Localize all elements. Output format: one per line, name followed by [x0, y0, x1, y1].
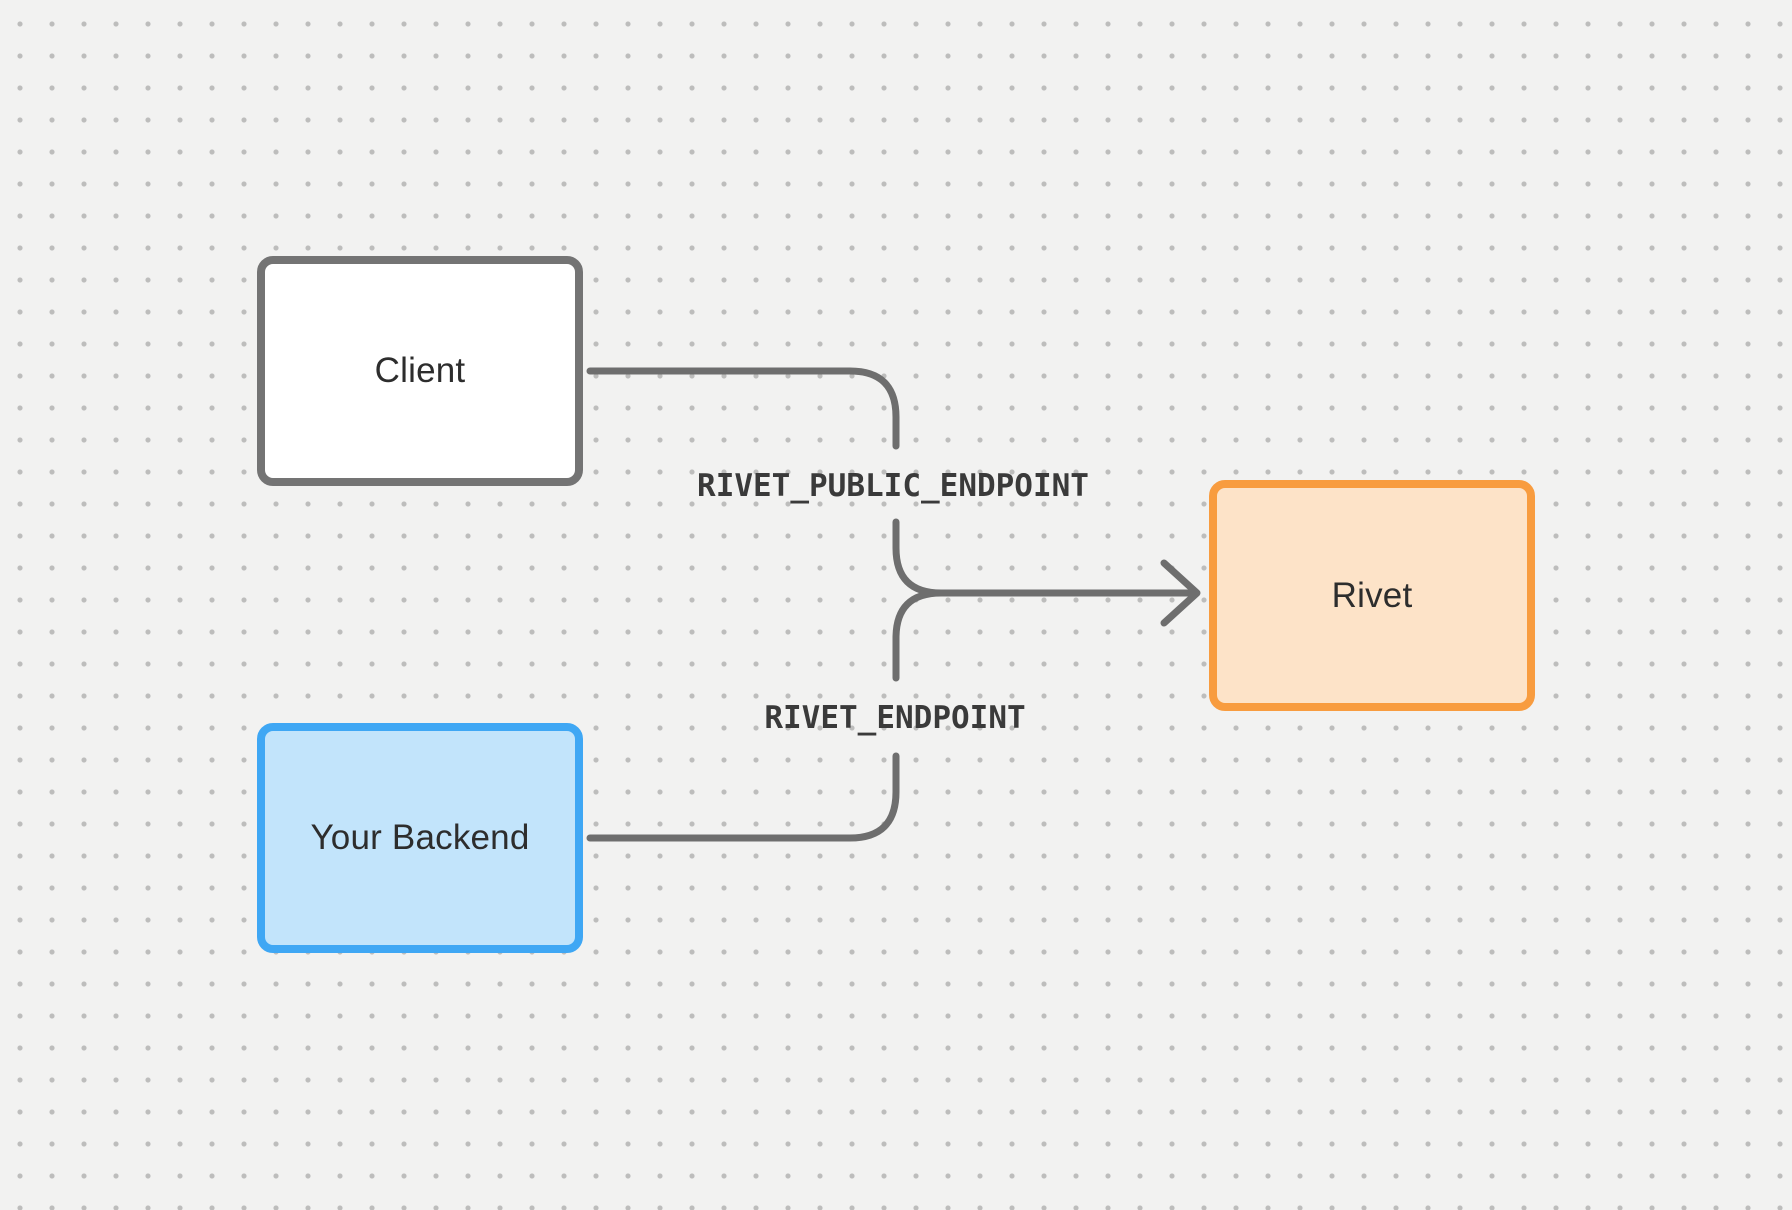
node-client-label: Client	[374, 351, 466, 390]
merge-upper-branch-and-arrow-line	[892, 518, 1195, 597]
backend-connector-path	[586, 752, 900, 842]
node-rivet: Rivet	[1209, 480, 1535, 711]
node-rivet-label: Rivet	[1331, 575, 1413, 615]
node-your-backend: Your Backend	[257, 723, 583, 953]
edge-label-rivet-public-endpoint: RIVET_PUBLIC_ENDPOINT	[697, 468, 1089, 504]
merge-lower-branch	[892, 589, 945, 682]
edge-label-rivet-endpoint: RIVET_ENDPOINT	[764, 700, 1026, 736]
node-client: Client	[257, 256, 583, 486]
arrowhead-icon	[1160, 559, 1201, 627]
node-your-backend-label: Your Backend	[310, 818, 530, 857]
client-connector-path	[586, 367, 900, 450]
